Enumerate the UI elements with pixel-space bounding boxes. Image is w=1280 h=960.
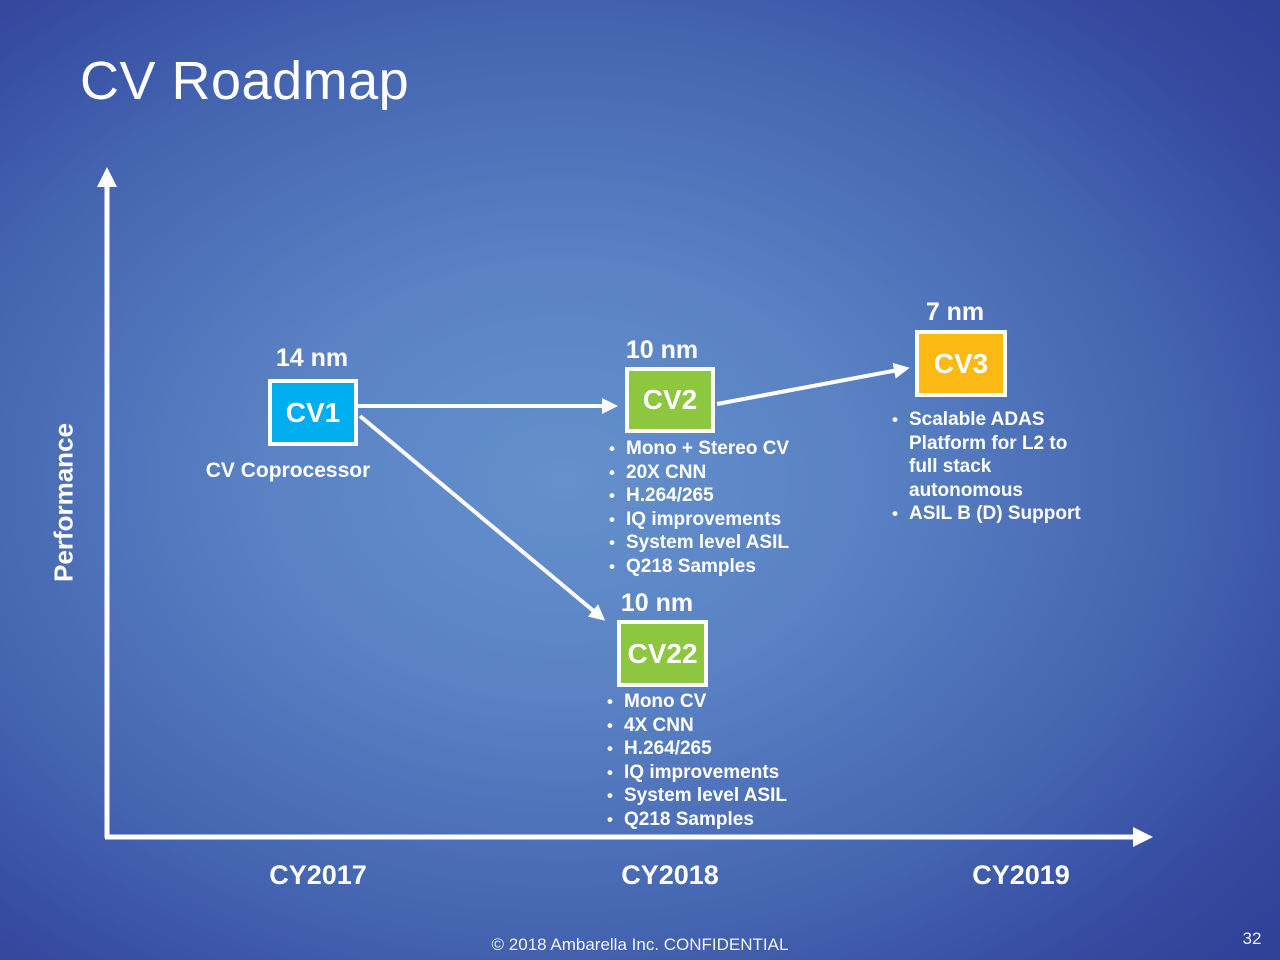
bullet-item: 4X CNN: [607, 714, 837, 738]
confidential-footer: © 2018 Ambarella Inc. CONFIDENTIAL: [491, 935, 789, 954]
bullet-item: H.264/265: [607, 737, 837, 761]
bullet-item: IQ improvements: [607, 761, 837, 785]
cv3-process-label: 7 nm: [925, 298, 985, 326]
bullet-item: Q218 Samples: [609, 555, 839, 579]
cv1-caption: CV Coprocessor: [205, 459, 371, 482]
cv2-bullet-list: Mono + Stereo CV20X CNNH.264/265IQ impro…: [609, 437, 839, 579]
bullet-item: System level ASIL: [607, 784, 837, 808]
bullet-item: ASIL B (D) Support: [892, 502, 1088, 526]
page-number: 32: [1242, 929, 1262, 948]
bullet-item: Mono + Stereo CV: [609, 437, 839, 461]
cv1-chip-label: CV1: [285, 396, 341, 428]
bullet-item: IQ improvements: [609, 508, 839, 532]
cv22-chip-label: CV22: [627, 637, 698, 669]
bullet-item: H.264/265: [609, 484, 839, 508]
x-tick-cy2018: CY2018: [621, 860, 719, 890]
cv3-chip-label: CV3: [933, 347, 989, 379]
bullet-item: Scalable ADAS Platform for L2 to full st…: [892, 408, 1088, 502]
arrow-cv1-to-cv22: [358, 414, 606, 621]
page-title: CV Roadmap: [80, 51, 410, 111]
cv3-chip-box: CV3: [915, 330, 1007, 397]
bullet-item: System level ASIL: [609, 531, 839, 555]
arrow-cv2-to-cv3: [716, 362, 910, 406]
x-tick-cy2017: CY2017: [269, 860, 367, 890]
cv22-chip-box: CV22: [617, 620, 708, 687]
cv22-bullet-list: Mono CV4X CNNH.264/265IQ improvementsSys…: [607, 690, 837, 832]
y-axis-label: Performance: [48, 423, 79, 582]
x-tick-cy2019: CY2019: [972, 860, 1070, 890]
cv22-process-label: 10 nm: [620, 589, 694, 617]
cv1-chip-box: CV1: [268, 379, 358, 446]
cv3-bullet-list: Scalable ADAS Platform for L2 to full st…: [892, 408, 1088, 526]
bullet-item: Mono CV: [607, 690, 837, 714]
bullet-item: Q218 Samples: [607, 808, 837, 832]
cv2-process-label: 10 nm: [625, 336, 699, 364]
cv1-process-label: 14 nm: [275, 344, 349, 372]
cv2-chip-box: CV2: [625, 367, 715, 433]
bullet-item: 20X CNN: [609, 461, 839, 485]
cv2-chip-label: CV2: [642, 384, 698, 415]
